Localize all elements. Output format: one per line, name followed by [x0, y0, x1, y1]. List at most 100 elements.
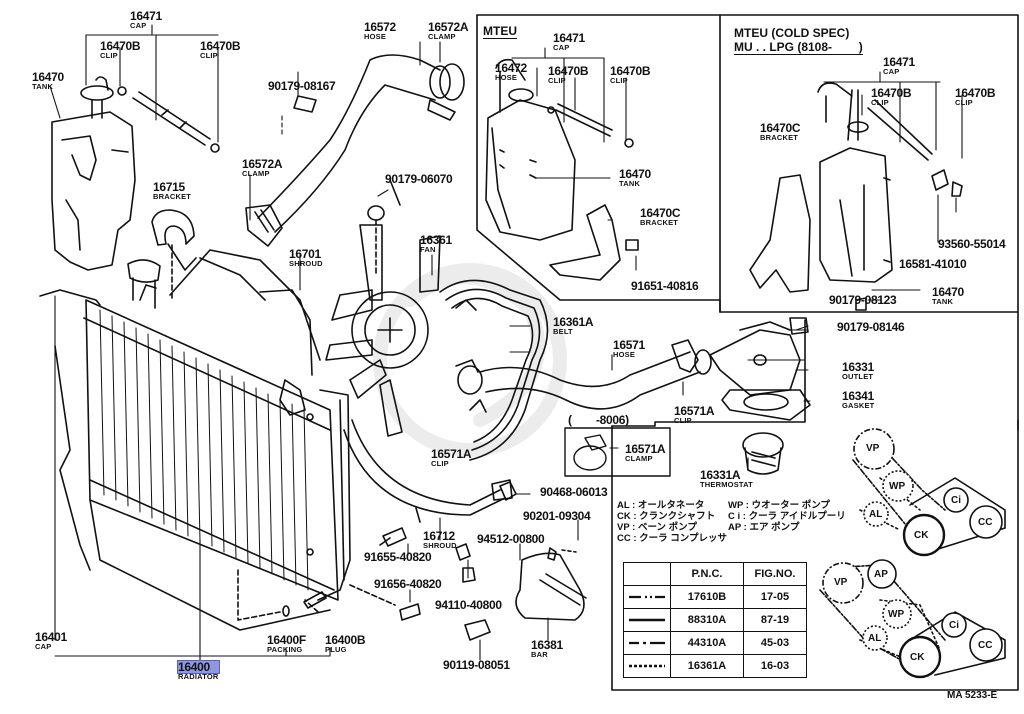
pulley-vp-top	[854, 429, 894, 469]
pulley-label: WP	[888, 609, 905, 620]
pulley-ap-bottom	[868, 560, 896, 588]
inset-mteu-header: MTEU	[483, 24, 517, 39]
pulley-label: CC	[978, 517, 993, 528]
legend-wp: WP : ウオーター ポンプ	[728, 500, 830, 511]
bracket-drawing	[152, 210, 196, 300]
lower-hose-drawing	[456, 322, 800, 409]
callout-90468-06013[interactable]: 90468-06013	[540, 485, 608, 499]
table-header-row: P.N.C. FIG.NO.	[623, 562, 807, 586]
callout-16581-41010[interactable]: 16581-41010	[899, 257, 967, 271]
clamp-box	[565, 428, 670, 476]
table-cell-pnc: 17610B	[670, 585, 744, 609]
mteu-leaders	[512, 48, 636, 270]
main-leaders	[55, 42, 810, 660]
callout-90201-09304[interactable]: 90201-09304	[523, 509, 591, 523]
bolt-90179-08146-drawing	[790, 318, 808, 334]
pulley-label: VP	[866, 443, 880, 454]
table-row[interactable]: 16361A 16-03	[623, 654, 807, 678]
pulley-vp-bottom	[823, 563, 863, 603]
pulley-ck-bottom	[900, 637, 940, 677]
overflow-hose-drawing	[133, 92, 219, 152]
leader-lines	[50, 25, 298, 220]
pulley-label: Ci	[949, 620, 959, 631]
pulley-wp-bottom	[883, 600, 911, 628]
table-row[interactable]: 17610B 17-05	[623, 585, 807, 609]
table-cell-fig: 45-03	[743, 631, 807, 655]
legend-al: AL : オールタネータ	[617, 500, 705, 511]
legend-ci: C i : クーラ アイドルプーリ	[728, 511, 846, 522]
line-style-solid	[623, 608, 671, 632]
pulley-cc-bottom	[970, 629, 1002, 661]
pulley-label: WP	[889, 481, 906, 492]
belt-drawing	[440, 280, 548, 460]
callout-90179-08167[interactable]: 90179-08167	[268, 79, 336, 93]
callout-91655-40820[interactable]: 91655-40820	[364, 550, 432, 564]
legend-ck: CK : クランクシャフト	[617, 511, 716, 522]
table-row[interactable]: 44310A 45-03	[623, 631, 807, 655]
callout-90179-08146[interactable]: 90179-08146	[837, 320, 905, 334]
callout-91651-40816[interactable]: 91651-40816	[631, 279, 699, 293]
fan-drawing	[326, 180, 440, 436]
table-row[interactable]: 88310A 87-19	[623, 608, 807, 632]
legend-cc: CC : クーラ コンプレッサ	[617, 533, 728, 544]
legend-ap: AP : エア ポンプ	[728, 522, 800, 533]
callout-94512-00800[interactable]: 94512-00800	[477, 532, 545, 546]
table-header: FIG.NO.	[743, 562, 807, 586]
pulley-label: AL	[868, 633, 882, 644]
callout-94110-40800[interactable]: 94110-40800	[435, 598, 502, 612]
callout-90179-06070[interactable]: 90179-06070	[385, 172, 453, 186]
inset-borders	[477, 15, 1018, 690]
table-cell-fig: 16-03	[743, 654, 807, 678]
table-header: P.N.C.	[670, 562, 744, 586]
line-style-dash-dot	[623, 631, 671, 655]
pulley-label: VP	[834, 577, 848, 588]
cold-leaders	[796, 72, 962, 401]
gasket-drawing	[722, 390, 810, 420]
upper-hose-drawing	[246, 55, 464, 246]
cold-tank-drawing	[750, 83, 962, 310]
pulley-label: AP	[874, 569, 888, 580]
callout-90179-08123[interactable]: 90179-08123	[829, 293, 897, 307]
callout-90119-08051[interactable]: 90119-08051	[443, 658, 510, 672]
line-style-dotted	[623, 654, 671, 678]
callout-91656-40820[interactable]: 91656-40820	[374, 577, 442, 591]
mteu-tank-drawing	[486, 60, 638, 280]
callout-93560-55014[interactable]: 93560-55014	[938, 237, 1006, 251]
line-style-dash-dot-dot	[623, 585, 671, 609]
